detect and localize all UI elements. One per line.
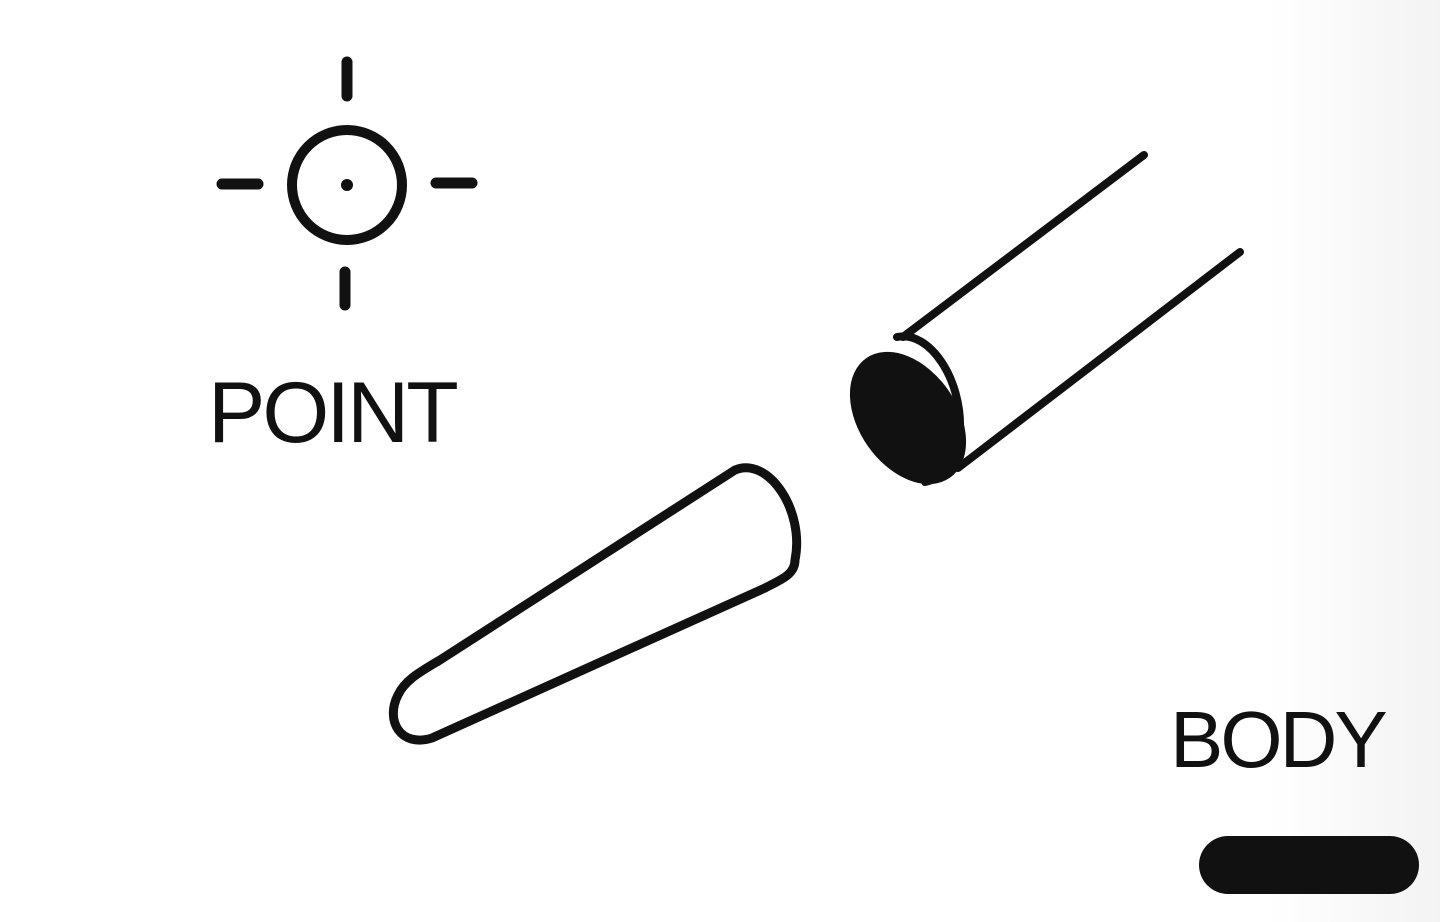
point-label: POINT (208, 365, 459, 461)
cylinder-body-icon (849, 151, 1244, 486)
body-label: BODY (1170, 695, 1388, 784)
tapered-tip-icon (388, 463, 801, 745)
crosshair-circle-icon (216, 56, 478, 311)
